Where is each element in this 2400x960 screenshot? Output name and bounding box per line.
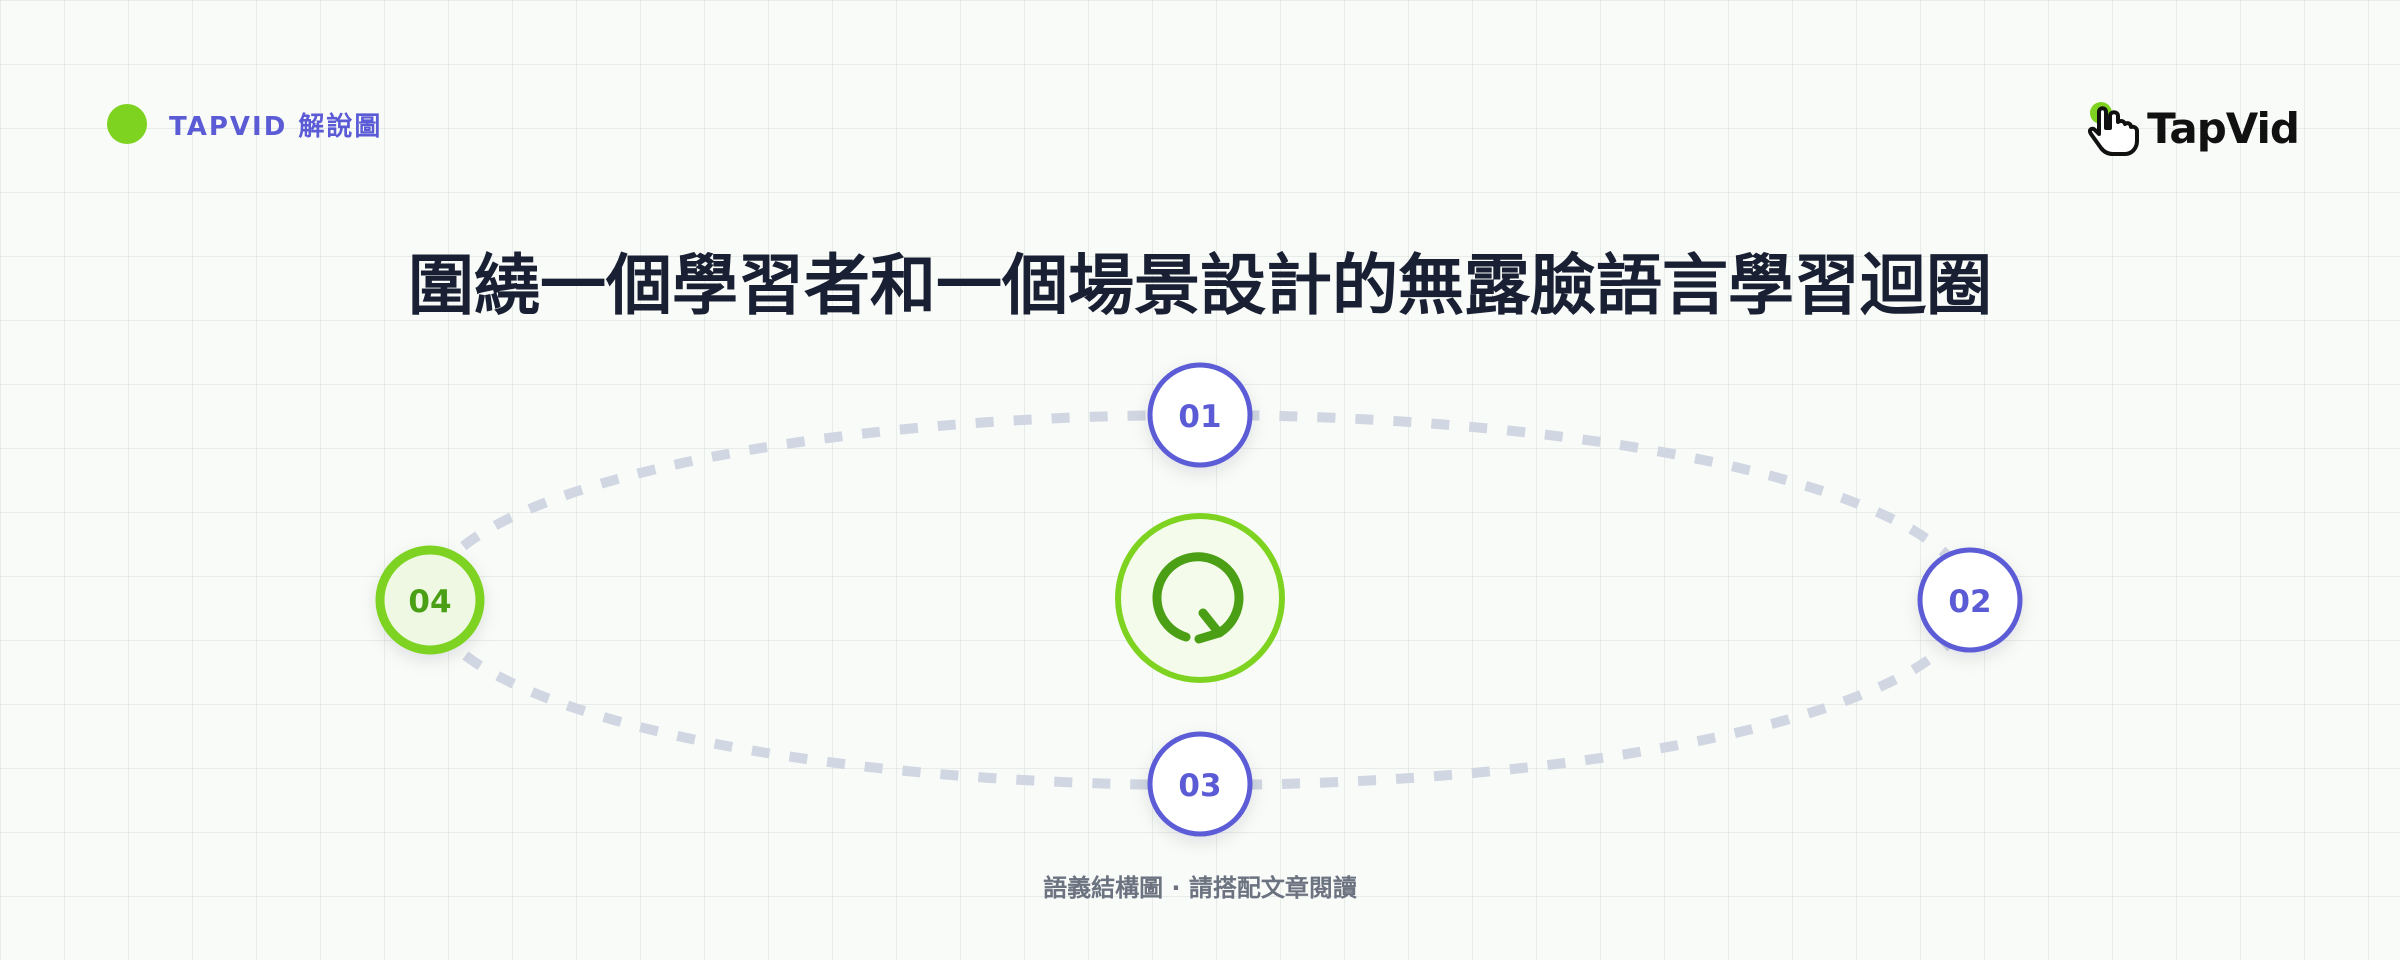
loop-node-03: 03 xyxy=(1147,731,1253,837)
center-loop-node xyxy=(1115,513,1285,683)
loop-node-02: 02 xyxy=(1917,547,2023,653)
brand-tag-label: TAPVID 解說圖 xyxy=(169,111,383,142)
node-label-01: 01 xyxy=(1178,399,1221,435)
node-label-02: 02 xyxy=(1948,584,1991,620)
loop-node-01: 01 xyxy=(1147,362,1253,468)
tapvid-logo: TapVid xyxy=(2085,98,2300,158)
caption: 語義結構圖 · 請搭配文章閱讀 xyxy=(1043,874,1357,902)
tap-hand-icon xyxy=(2088,102,2140,156)
logo-text: TapVid xyxy=(2147,103,2300,153)
node-label-04: 04 xyxy=(408,584,451,620)
brand-tag: TAPVID 解說圖 xyxy=(107,104,382,144)
node-label-03: 03 xyxy=(1178,768,1221,804)
brand-dot xyxy=(107,104,147,144)
page-title: 圍繞一個學習者和一個場景設計的無露臉語言學習迴圈 xyxy=(408,247,1992,324)
loop-node-04: 04 xyxy=(375,545,485,655)
refresh-icon xyxy=(1152,552,1244,644)
